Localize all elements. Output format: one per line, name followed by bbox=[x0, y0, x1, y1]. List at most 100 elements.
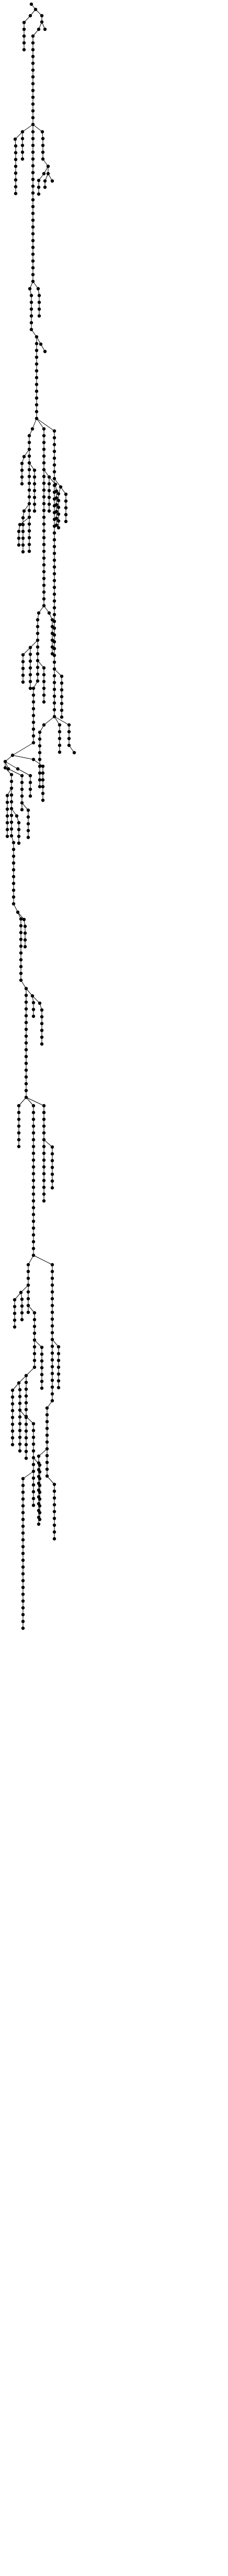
tree-node bbox=[21, 680, 25, 684]
tree-node bbox=[10, 1388, 15, 1392]
tree-node bbox=[45, 1460, 49, 1465]
tree-node bbox=[67, 743, 71, 747]
tree-node bbox=[31, 1138, 36, 1142]
tree-node bbox=[42, 502, 46, 506]
tree-node bbox=[45, 1454, 49, 1458]
tree-node bbox=[23, 945, 27, 949]
tree-node bbox=[20, 1297, 24, 1301]
tree-node bbox=[41, 785, 45, 789]
tree-node bbox=[20, 787, 24, 791]
tree-node bbox=[13, 1325, 17, 1329]
tree-node bbox=[36, 679, 40, 683]
tree-node bbox=[10, 1395, 15, 1399]
tree-edge bbox=[36, 418, 44, 429]
tree-node bbox=[36, 672, 40, 676]
tree-node bbox=[54, 509, 59, 514]
tree-node bbox=[21, 536, 25, 540]
tree-node bbox=[32, 1331, 37, 1335]
tree-node bbox=[21, 1497, 25, 1501]
tree-node bbox=[52, 701, 56, 705]
tree-node bbox=[32, 1358, 37, 1363]
tree-node bbox=[24, 1401, 28, 1405]
tree-node bbox=[17, 821, 21, 825]
tree-node bbox=[42, 570, 46, 574]
tree-node bbox=[31, 1428, 36, 1433]
tree-node bbox=[60, 688, 64, 692]
tree-node bbox=[42, 1110, 46, 1115]
tree-node bbox=[29, 2, 33, 6]
tree-node bbox=[56, 1352, 61, 1356]
tree-node bbox=[42, 563, 46, 567]
tree-node bbox=[10, 1409, 15, 1413]
tree-node bbox=[27, 468, 31, 472]
tree-node bbox=[28, 652, 32, 656]
tree-node bbox=[38, 737, 42, 741]
tree-node bbox=[40, 1008, 44, 1012]
tree-node bbox=[42, 576, 46, 581]
tree-edge bbox=[32, 124, 43, 132]
tree-node bbox=[24, 1061, 28, 1065]
tree-edge bbox=[26, 1097, 34, 1106]
tree-node bbox=[21, 1524, 25, 1528]
tree-node bbox=[5, 821, 9, 825]
tree-edge bbox=[22, 1471, 34, 1479]
tree-edge bbox=[54, 716, 70, 725]
tree-node bbox=[64, 513, 68, 517]
tree-node bbox=[60, 701, 64, 706]
tree-edge bbox=[26, 1367, 35, 1376]
tree-node bbox=[40, 1379, 44, 1383]
tree-node bbox=[24, 1075, 28, 1079]
tree-node bbox=[21, 550, 25, 554]
tree-node bbox=[37, 1481, 41, 1485]
tree-node bbox=[31, 109, 35, 113]
tree-edge bbox=[12, 742, 34, 756]
tree-node bbox=[21, 1477, 25, 1481]
tree-node bbox=[31, 1233, 36, 1237]
tree-node bbox=[40, 1359, 44, 1363]
tree-node bbox=[31, 1165, 36, 1169]
tree-node bbox=[52, 612, 56, 617]
tree-node bbox=[47, 502, 51, 506]
tree-node bbox=[42, 673, 46, 677]
tree-node bbox=[37, 178, 41, 183]
tree-node bbox=[21, 1565, 25, 1569]
tree-node bbox=[50, 1145, 54, 1149]
tree-node bbox=[50, 1172, 54, 1176]
tree-node bbox=[31, 1185, 36, 1189]
tree-node bbox=[24, 1088, 28, 1093]
tree-node bbox=[27, 454, 31, 458]
tree-node bbox=[52, 572, 56, 576]
tree-node bbox=[31, 1469, 36, 1473]
tree-node bbox=[24, 1422, 28, 1426]
tree-node bbox=[12, 881, 16, 886]
tree-node bbox=[42, 590, 46, 594]
tree-node bbox=[24, 1027, 28, 1031]
tree-node bbox=[50, 1378, 54, 1382]
tree-node bbox=[47, 495, 51, 500]
tree-node bbox=[41, 778, 45, 782]
tree-edge bbox=[8, 768, 22, 776]
tree-edge bbox=[12, 755, 34, 760]
tree-node bbox=[42, 549, 46, 553]
tree-node bbox=[32, 502, 37, 506]
tree-node bbox=[42, 1131, 46, 1135]
tree-node bbox=[27, 529, 31, 533]
tree-node bbox=[42, 597, 46, 601]
tree-node bbox=[31, 713, 36, 718]
tree-node bbox=[42, 666, 46, 670]
tree-node bbox=[31, 1206, 36, 1210]
tree-node bbox=[24, 1068, 28, 1072]
tree-node bbox=[22, 34, 26, 38]
tree-node bbox=[21, 1579, 25, 1583]
tree-node bbox=[52, 1482, 56, 1486]
tree-node bbox=[36, 652, 40, 656]
tree-node bbox=[26, 1290, 30, 1294]
tree-node bbox=[52, 653, 56, 657]
tree-node bbox=[31, 1456, 36, 1460]
tree-node bbox=[42, 172, 46, 176]
tree-node bbox=[35, 335, 39, 339]
tree-node bbox=[31, 164, 35, 168]
tree-node bbox=[20, 1311, 24, 1315]
tree-node bbox=[20, 157, 25, 161]
tree-node bbox=[16, 767, 20, 771]
